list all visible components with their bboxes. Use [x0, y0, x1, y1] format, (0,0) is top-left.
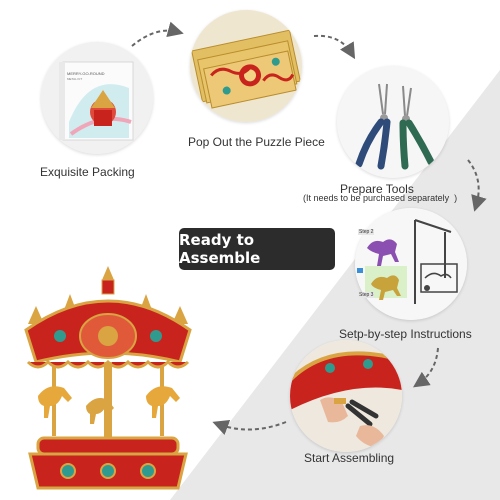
step-circle-assembling	[290, 340, 402, 452]
caption-packing: Exquisite Packing	[40, 165, 135, 179]
step-circle-tools	[337, 66, 449, 178]
carousel-product-image	[24, 266, 192, 490]
box-label-line2: METAL KIT	[67, 77, 83, 81]
caption-instructions: Setp-by-step Instructions	[339, 327, 472, 341]
arrow-instructions-to-assembling	[413, 347, 439, 388]
ready-to-assemble-banner: Ready to Assemble	[179, 228, 335, 270]
caption-tools-note: (It needs to be purchased separately )	[303, 193, 458, 203]
caption-puzzle: Pop Out the Puzzle Piece	[188, 135, 325, 149]
instructions-step-b: Step 3	[358, 292, 375, 298]
pliers-icon	[337, 66, 449, 178]
caption-assembling: Start Assembling	[304, 451, 395, 465]
assembling-icon	[290, 340, 402, 452]
arrow-assembling-to-product	[212, 420, 287, 435]
puzzle-sheet-icon	[190, 10, 302, 122]
arrow-packing-to-puzzle	[131, 21, 184, 47]
step-circle-instructions	[355, 208, 467, 320]
instructions-step-a: Step 2	[358, 229, 375, 235]
box-icon	[41, 42, 153, 154]
caption-tools: Prepare Tools	[340, 182, 414, 196]
instructions-icon	[355, 208, 467, 320]
step-circle-packing	[41, 42, 153, 154]
arrow-puzzle-to-tools	[313, 34, 356, 60]
step-circle-puzzle	[190, 10, 302, 122]
box-label-line1: MERRY-GO-ROUND	[67, 71, 105, 76]
arrow-tools-to-instructions	[467, 159, 487, 212]
